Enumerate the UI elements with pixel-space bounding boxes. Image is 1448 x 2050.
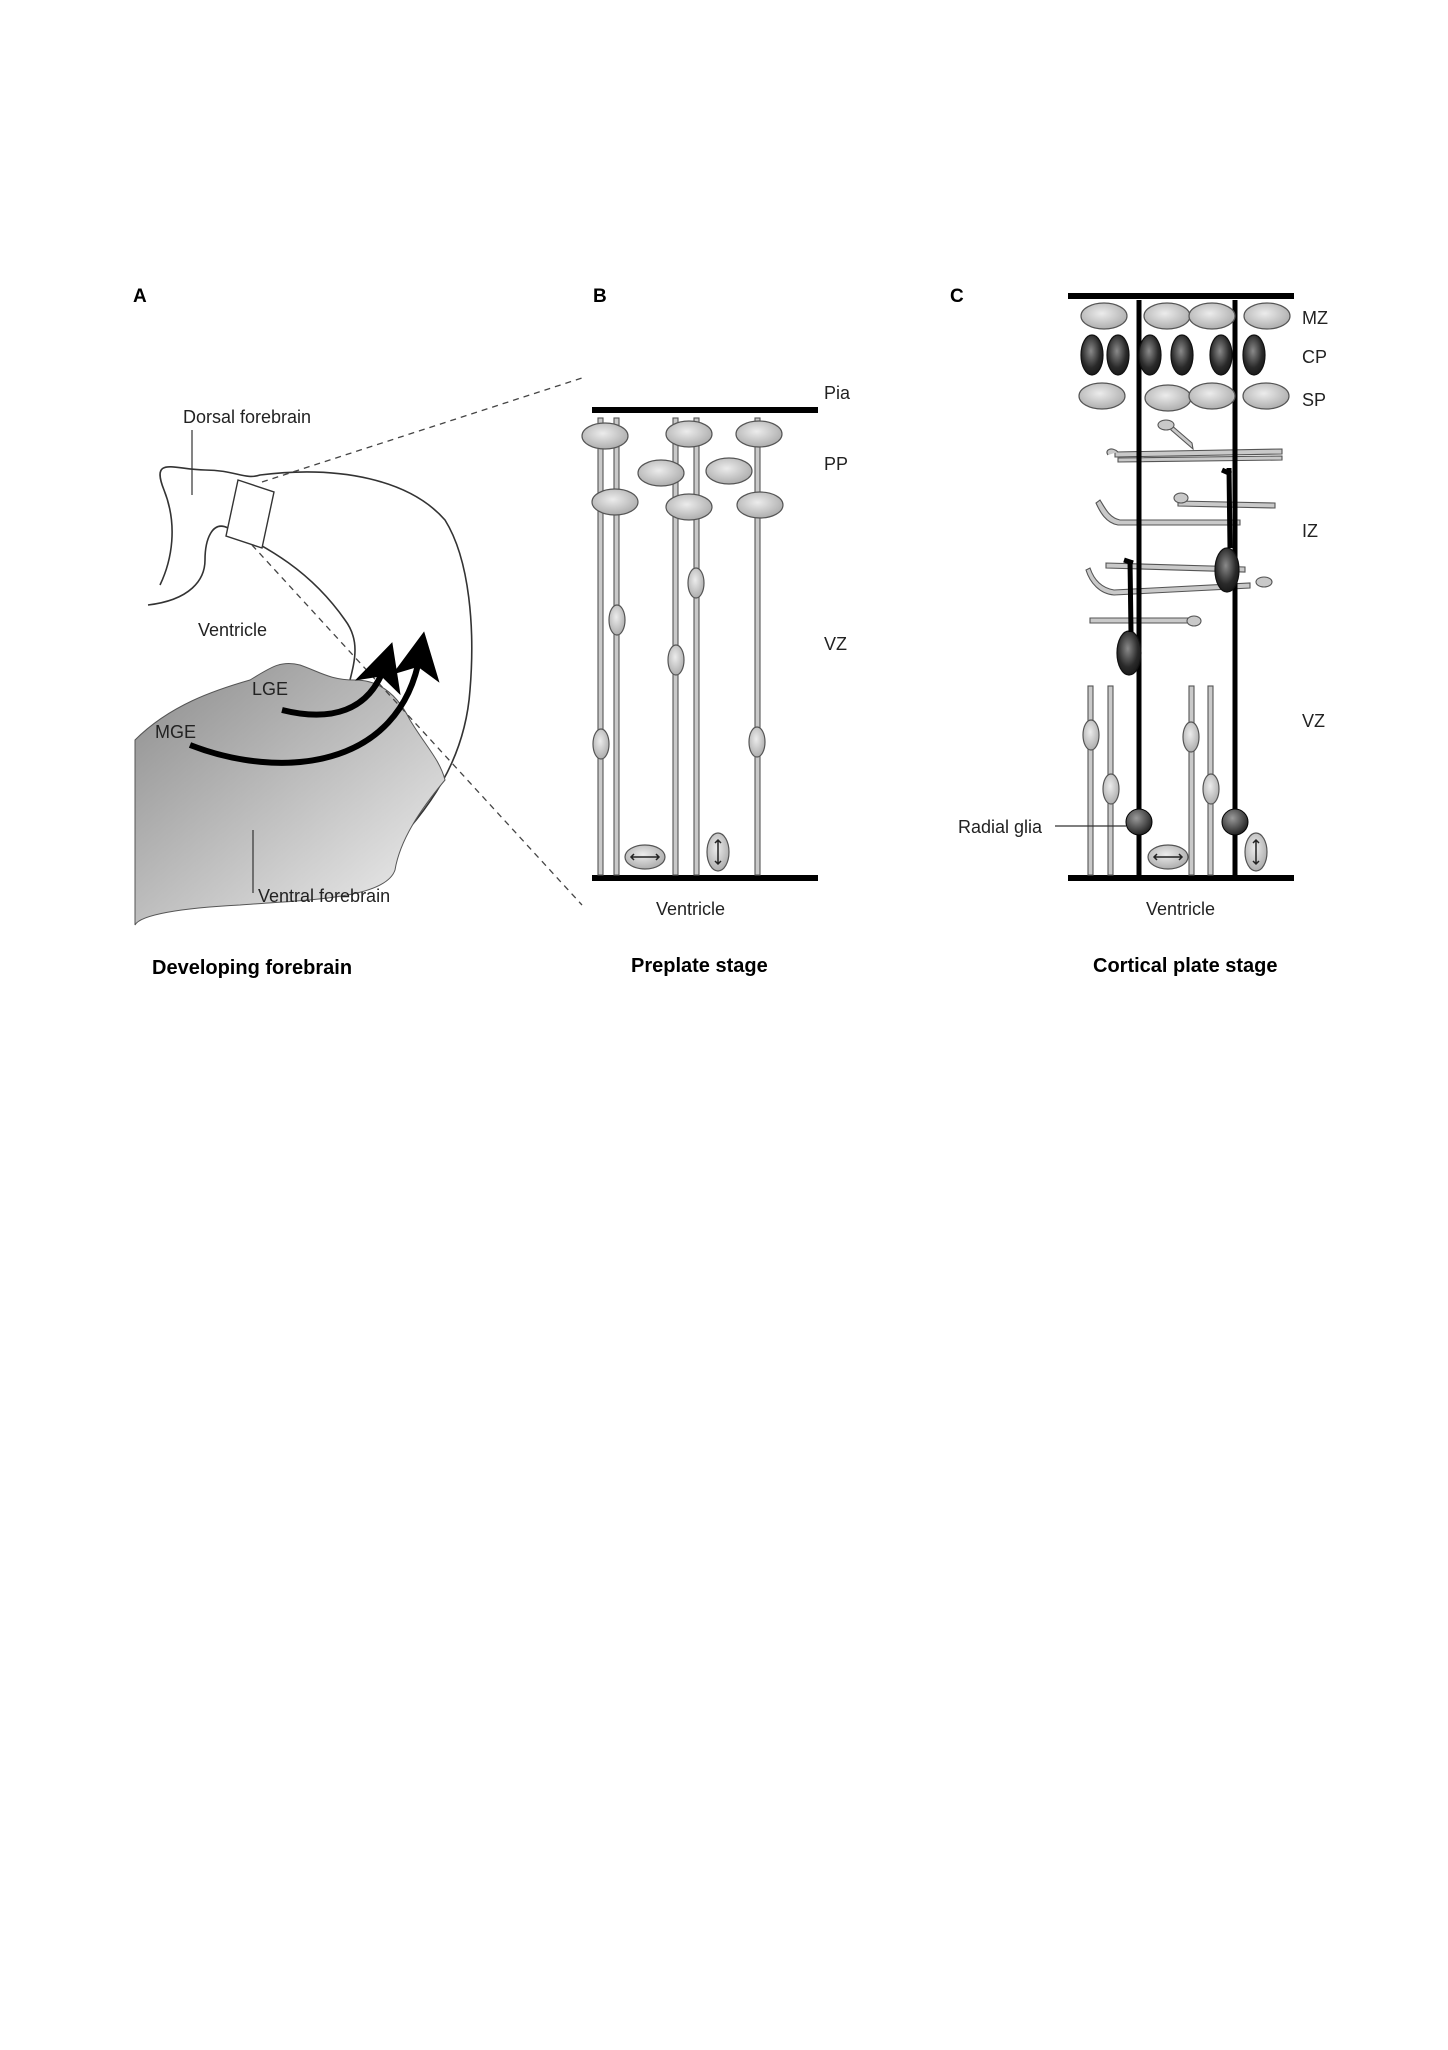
vz-nuclei-c (1082, 719, 1220, 805)
label-vz-b: VZ (824, 634, 847, 654)
mz-cell (1188, 302, 1236, 330)
sp-cell (1242, 382, 1290, 410)
cp-neuron (1138, 334, 1162, 376)
preplate-cell (735, 420, 783, 448)
vz-nucleus (608, 604, 626, 636)
panel-letter-a: A (133, 286, 147, 307)
vz-nucleus (1102, 773, 1120, 805)
label-vz-c: VZ (1302, 711, 1325, 731)
sp-cell (1188, 382, 1236, 410)
mz-cell (1143, 302, 1191, 330)
panel-letter-c: C (950, 286, 964, 307)
panel-letter-b: B (593, 286, 607, 307)
preplate-cell (705, 457, 753, 485)
mz-cells (1080, 302, 1291, 330)
panel-a: A Dorsal forebrain Ventricle LGE MGE Ven… (133, 286, 583, 979)
sp-cell (1144, 384, 1192, 412)
migrating-neurons (1116, 467, 1240, 676)
preplate-cell (665, 420, 713, 448)
label-ventricle-c: Ventricle (1146, 899, 1215, 919)
ventral-forebrain-tissue (134, 663, 446, 926)
mz-cell (1243, 302, 1291, 330)
radial-glia-soma-left (1125, 808, 1153, 836)
mz-cell (1080, 302, 1128, 330)
dorsal-wall-inner (147, 525, 356, 681)
label-radial-glia: Radial glia (958, 817, 1043, 837)
preplate-cell (637, 459, 685, 487)
cp-neuron (1242, 334, 1266, 376)
projection-line-top (261, 377, 583, 483)
preplate-cell (581, 422, 629, 450)
vz-nuclei-b (592, 567, 766, 760)
cp-neuron (1170, 334, 1194, 376)
dividing-cells-b (624, 832, 730, 872)
caption-c: Cortical plate stage (1093, 955, 1278, 977)
sp-cell (1078, 382, 1126, 410)
label-cp: CP (1302, 347, 1327, 367)
preplate-cell (665, 493, 713, 521)
vz-nucleus (748, 726, 766, 758)
label-ventricle-a: Ventricle (198, 620, 267, 640)
vz-nucleus (1082, 719, 1100, 751)
preplate-cell (736, 491, 784, 519)
label-ventral-forebrain: Ventral forebrain (258, 886, 390, 906)
lge-arrow (281, 642, 401, 718)
caption-b: Preplate stage (631, 955, 768, 977)
label-sp: SP (1302, 390, 1326, 410)
cp-neuron (1080, 334, 1104, 376)
vz-nucleus (592, 728, 610, 760)
label-iz: IZ (1302, 521, 1318, 541)
cp-neuron (1209, 334, 1233, 376)
sp-cells (1078, 382, 1290, 412)
label-mge: MGE (155, 722, 196, 742)
vz-nucleus (667, 644, 685, 676)
cp-neuron (1106, 334, 1130, 376)
label-mz: MZ (1302, 308, 1328, 328)
migrating-neuron (1116, 630, 1142, 676)
mge-arrow (188, 631, 440, 766)
migrating-neuron (1214, 547, 1240, 593)
preplate-cell (591, 488, 639, 516)
caption-a: Developing forebrain (152, 957, 352, 979)
preplate-cells (581, 420, 784, 521)
sample-box (225, 479, 275, 549)
panel-b: B (581, 286, 851, 977)
label-ventricle-b: Ventricle (656, 899, 725, 919)
tangential-fibers-iz (1085, 419, 1283, 627)
label-pp: PP (824, 454, 848, 474)
panel-c: C (950, 286, 1328, 977)
vz-nucleus (687, 567, 705, 599)
projection-line-bottom (251, 544, 583, 906)
label-pia: Pia (824, 383, 851, 403)
vz-nucleus (1182, 721, 1200, 753)
forebrain-outline (159, 466, 473, 861)
dividing-cells-c (1147, 832, 1268, 872)
label-lge: LGE (252, 679, 288, 699)
label-dorsal-forebrain: Dorsal forebrain (183, 407, 311, 427)
vz-nucleus (1202, 773, 1220, 805)
radial-glia-soma-right (1221, 808, 1249, 836)
cp-cells (1080, 334, 1266, 376)
